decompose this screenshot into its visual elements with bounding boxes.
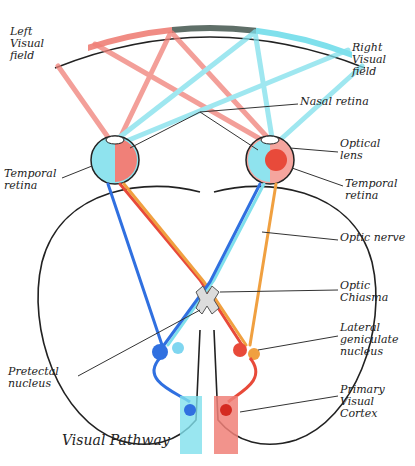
part-label: Temporal retina [345, 178, 407, 202]
fibre [250, 184, 276, 345]
right-lens [261, 136, 279, 144]
ray [58, 66, 110, 140]
part-label: Optic Chiasma [340, 280, 404, 304]
diagram-caption: Visual Pathway [62, 432, 170, 448]
lgn-left-small [172, 342, 184, 354]
fibre [108, 184, 162, 345]
lgn-right [233, 343, 247, 357]
part-label: Temporal retina [4, 168, 64, 192]
part-label: Optic nerve [340, 232, 412, 244]
ray [116, 32, 255, 140]
leader-line [240, 396, 338, 412]
leader-lines [62, 104, 343, 412]
leader-line [290, 148, 338, 152]
leader-line [292, 168, 343, 186]
ray [255, 32, 272, 138]
cortex-spot [184, 404, 196, 416]
right-cortex [214, 396, 238, 454]
left-eye [91, 136, 139, 184]
leader-line [262, 232, 338, 240]
optic-radiation [228, 358, 256, 402]
cortex-spot [220, 404, 232, 416]
lgn-left [152, 344, 168, 360]
optic-fibres [108, 184, 276, 345]
leader-line [78, 310, 200, 376]
leader-line [220, 290, 338, 292]
light-rays [58, 32, 362, 142]
left-cortex [180, 396, 202, 454]
part-label: Right Visual field [352, 42, 412, 78]
left-lens [106, 136, 124, 144]
leader-line [200, 112, 258, 150]
leader-line [62, 166, 92, 178]
optic-radiation [154, 358, 190, 402]
right-eye [246, 136, 294, 184]
left-hemisphere [38, 186, 200, 444]
left-nasal-retina [115, 138, 137, 182]
leader-line [258, 336, 338, 350]
part-label: Lateral geniculate nucleus [340, 322, 412, 358]
part-label: Optical lens [340, 138, 392, 162]
fibre [164, 184, 260, 345]
ray [120, 34, 170, 138]
part-label: Nasal retina [300, 96, 390, 108]
part-label: Primary Visual Cortex [340, 384, 412, 420]
right-eye-core [265, 149, 287, 171]
part-label: Left Visual field [10, 26, 68, 62]
leader-line [130, 104, 298, 148]
part-label: Pretectal nucleus [8, 366, 80, 390]
